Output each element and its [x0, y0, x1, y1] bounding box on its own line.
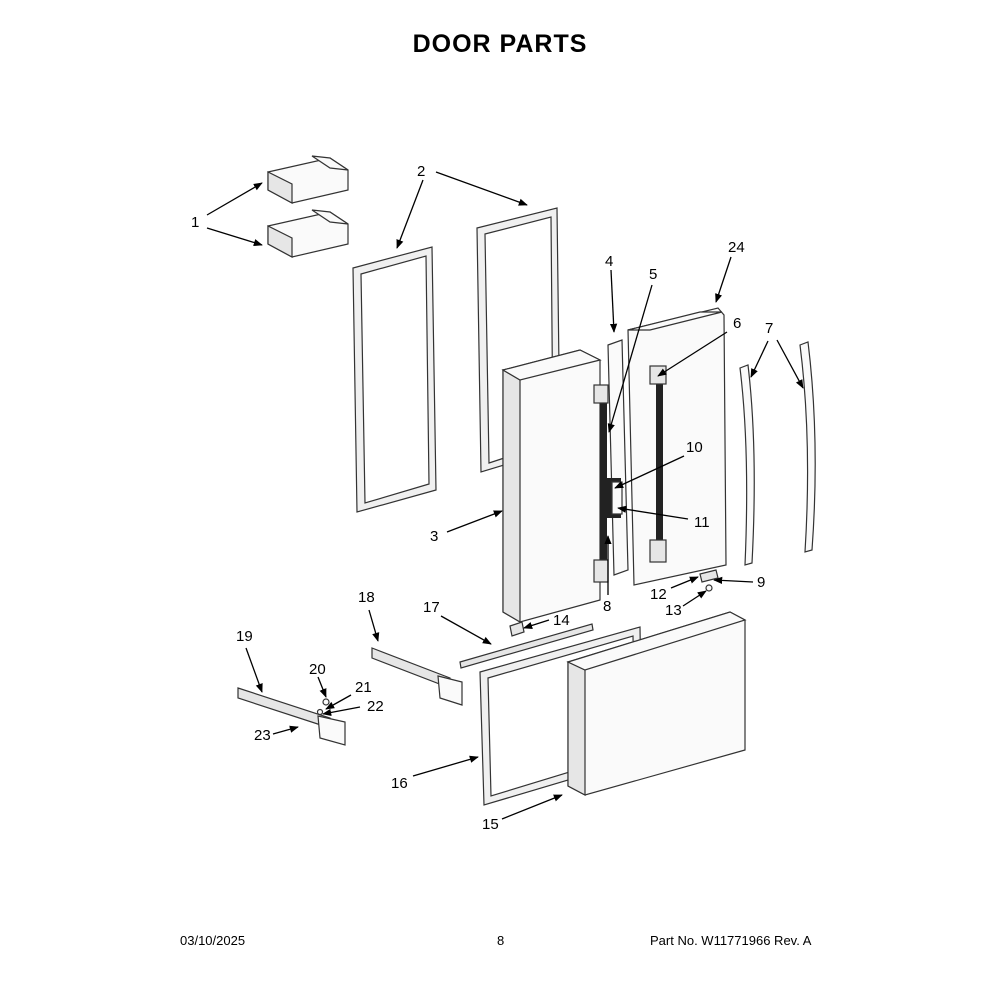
- freezer-drawer-front: [566, 611, 747, 796]
- footer-part-number: Part No. W11771966 Rev. A: [650, 933, 812, 948]
- callout-17: 17: [423, 599, 440, 616]
- callout-19: 19: [236, 628, 253, 645]
- drawer-slide-left: [237, 687, 346, 746]
- footer-date: 03/10/2025: [180, 933, 246, 948]
- callout-22: 22: [367, 698, 384, 715]
- callout-20: 20: [309, 661, 326, 678]
- door-trim-right: [799, 341, 816, 553]
- left-door: [501, 349, 602, 624]
- door-bin-upper: [267, 155, 349, 205]
- callout-13: 13: [665, 602, 682, 619]
- leader-lines: [206, 171, 804, 820]
- door-clip: [509, 621, 525, 637]
- callout-2: 2: [417, 163, 425, 180]
- callout-8: 8: [603, 598, 611, 615]
- callout-12: 12: [650, 586, 667, 603]
- callout-14: 14: [553, 612, 570, 629]
- callout-23: 23: [254, 727, 271, 744]
- mullion-heater: [605, 478, 623, 518]
- page-title: DOOR PARTS: [412, 30, 588, 58]
- right-door: [627, 307, 727, 586]
- callout-1: 1: [191, 214, 199, 231]
- door-trim-left: [739, 364, 755, 566]
- callout-15: 15: [482, 816, 499, 833]
- callout-6: 6: [733, 315, 741, 332]
- callout-11: 11: [694, 514, 710, 531]
- door-gasket-left: [352, 246, 437, 513]
- callout-9: 9: [757, 574, 765, 591]
- callout-21: 21: [355, 679, 372, 696]
- callout-4: 4: [605, 253, 613, 270]
- callout-5: 5: [649, 266, 657, 283]
- footer-page-number: 8: [497, 933, 505, 948]
- callout-16: 16: [391, 775, 408, 792]
- callout-18: 18: [358, 589, 375, 606]
- drawer-slide-right: [371, 647, 463, 706]
- callout-3: 3: [430, 528, 438, 545]
- callout-10: 10: [686, 439, 703, 456]
- door-bin-lower: [267, 209, 349, 259]
- callout-24: 24: [728, 239, 745, 256]
- drawer-trim-strip: [459, 623, 594, 669]
- callout-7: 7: [765, 320, 773, 337]
